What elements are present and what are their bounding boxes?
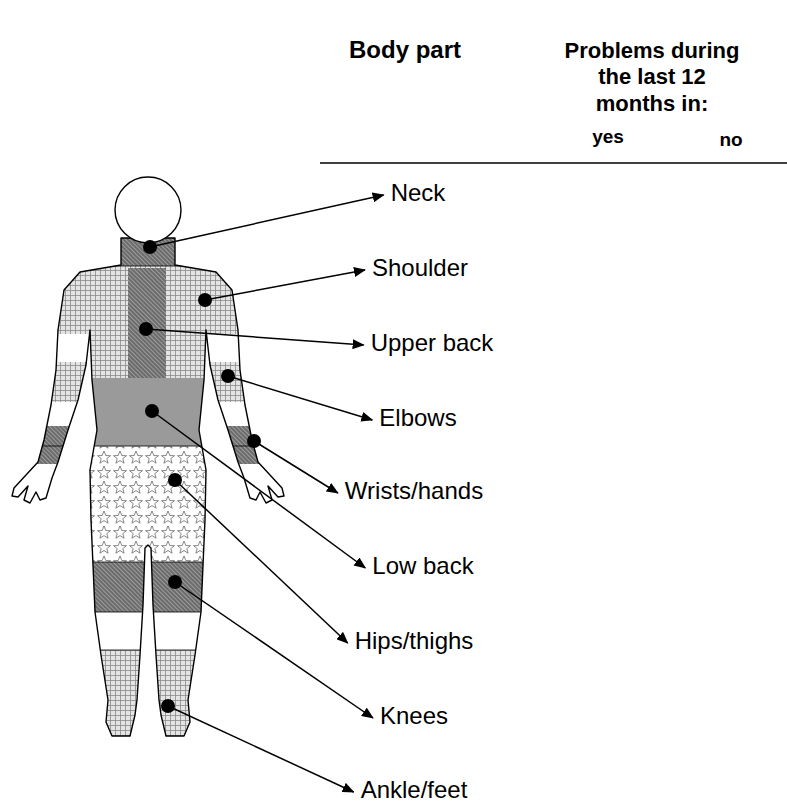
- location-dot: [145, 404, 159, 418]
- table-rule: [320, 162, 787, 163]
- body-part-label: Low back: [372, 552, 473, 581]
- leader-arrow: [228, 376, 372, 420]
- location-dot: [139, 322, 153, 336]
- location-dot: [198, 293, 212, 307]
- table-header: yes: [592, 126, 624, 149]
- body-part-label: Shoulder: [372, 254, 468, 283]
- leader-arrow: [175, 480, 348, 643]
- table-header: Body part: [349, 36, 461, 65]
- body-part-label: Wrists/hands: [345, 477, 483, 506]
- knee-region: [86, 562, 210, 612]
- body-outline: [12, 238, 284, 736]
- body-part-label: Knees: [380, 702, 448, 731]
- human-figure: [0, 177, 362, 740]
- head-outline: [115, 177, 181, 243]
- ankle-region: [86, 650, 210, 740]
- region-border: [0, 562, 300, 563]
- low-back-region: [88, 378, 208, 446]
- region-border: [0, 612, 300, 613]
- table-header: Problems during the last 12 months in:: [562, 38, 742, 117]
- body-part-label: Hips/thighs: [355, 627, 474, 656]
- leader-arrow: [146, 329, 364, 345]
- leader-arrow: [150, 195, 384, 247]
- location-dot: [168, 575, 182, 589]
- body-part-label: Neck: [391, 179, 446, 208]
- leader-arrow: [175, 582, 373, 718]
- location-dot: [247, 434, 261, 448]
- location-dot: [168, 473, 182, 487]
- location-dot: [143, 240, 157, 254]
- neck-region: [0, 236, 300, 268]
- elbow-region: [208, 362, 358, 402]
- location-dot: [221, 369, 235, 383]
- wrist-region: [212, 426, 362, 464]
- upper-back-region: [128, 268, 166, 378]
- body-part-label: Elbows: [379, 404, 456, 433]
- leader-arrow: [168, 706, 354, 792]
- region-bands: [0, 236, 362, 740]
- leader-arrow: [205, 270, 365, 300]
- body-fill: [12, 238, 284, 736]
- body-part-label: Ankle/feet: [361, 776, 468, 804]
- region-border: [0, 650, 300, 651]
- elbow-region: [0, 362, 88, 402]
- leader-arrow: [254, 441, 338, 493]
- location-dot: [161, 699, 175, 713]
- table-header: no: [719, 129, 742, 152]
- body-part-label: Upper back: [371, 329, 494, 358]
- region-border: [0, 266, 300, 267]
